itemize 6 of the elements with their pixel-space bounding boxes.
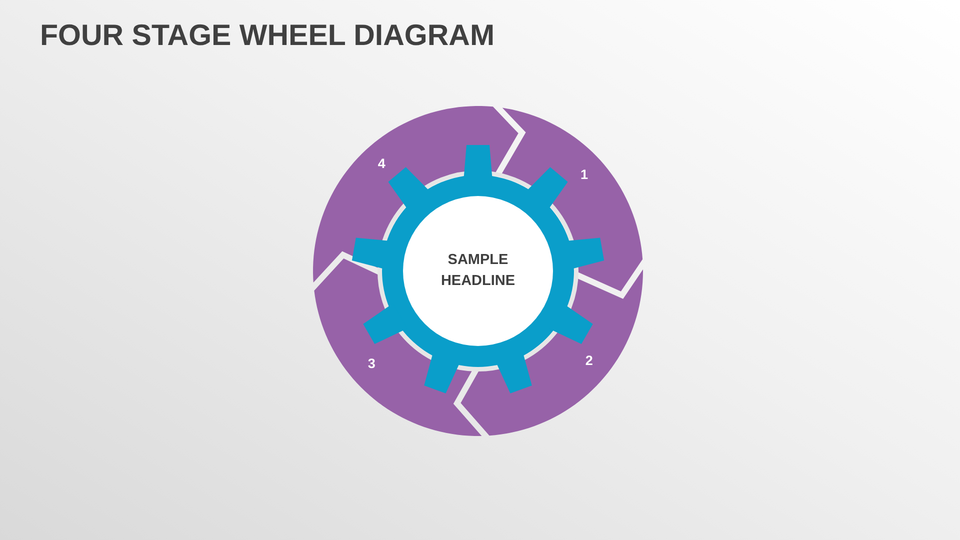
headline-text: SAMPLE HEADLINE (440, 251, 516, 291)
diagram-title: FOUR STAGE WHEEL DIAGRAM (40, 21, 495, 51)
stage-number: 1 (580, 167, 588, 184)
stage-number: 2 (585, 352, 593, 369)
stage-number: 3 (368, 356, 376, 372)
stage-number: 4 (378, 156, 386, 172)
